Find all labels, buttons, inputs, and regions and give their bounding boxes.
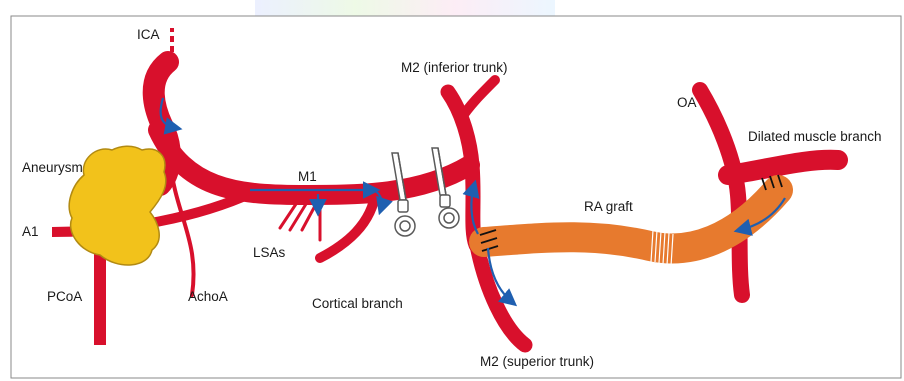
label-achoa: AchoA	[188, 290, 228, 304]
label-a1: A1	[22, 225, 39, 239]
label-lsas: LSAs	[253, 246, 285, 260]
label-pcoa: PCoA	[47, 290, 82, 304]
label-oa: OA	[677, 96, 697, 110]
label-cortical-branch: Cortical branch	[312, 297, 403, 311]
label-m2-superior: M2 (superior trunk)	[480, 355, 594, 369]
label-aneurysm: Aneurysm	[22, 161, 83, 175]
m2-inferior-fork	[460, 80, 495, 120]
label-ra-graft: RA graft	[584, 200, 633, 214]
label-m2-inferior: M2 (inferior trunk)	[401, 61, 508, 75]
aneurysm-sac	[69, 146, 166, 265]
label-ica: ICA	[137, 28, 160, 42]
m1-artery	[158, 130, 470, 195]
label-dilated-muscle-branch: Dilated muscle branch	[748, 130, 882, 144]
oa-artery	[700, 90, 742, 295]
label-m1: M1	[298, 170, 317, 184]
dilated-muscle-branch-artery	[728, 160, 838, 175]
